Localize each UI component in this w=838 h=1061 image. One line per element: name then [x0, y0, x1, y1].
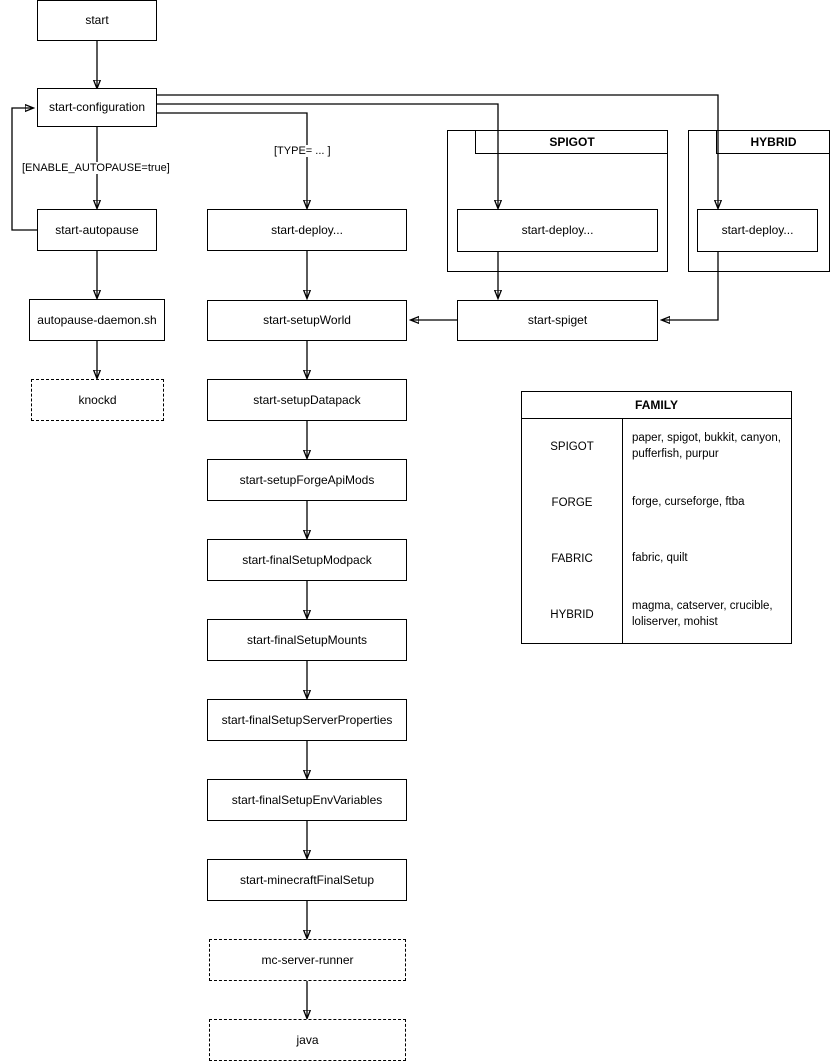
node-setupworld[interactable]: start-setupWorld [207, 300, 407, 341]
table-row: HYBRID magma, catserver, crucible, lolis… [522, 587, 791, 643]
family-legend-table: FAMILY SPIGOT paper, spigot, bukkit, can… [522, 392, 791, 643]
node-start-spiget-label: start-spiget [527, 313, 588, 327]
node-finalsetupserverproperties-label: start-finalSetupServerProperties [221, 712, 393, 727]
group-title-spigot: SPIGOT [476, 130, 668, 154]
node-setupdatapack[interactable]: start-setupDatapack [207, 379, 407, 421]
group-title-hybrid: HYBRID [717, 130, 830, 154]
node-start-configuration-label: start-configuration [48, 100, 146, 114]
family-key-hybrid: HYBRID [522, 587, 623, 643]
family-key-forge: FORGE [522, 475, 623, 531]
edge-configuration-to-deploy-main [157, 112, 307, 208]
node-deploy-hybrid[interactable]: start-deploy... [697, 209, 818, 252]
node-knockd-label: knockd [78, 392, 117, 407]
node-setupforgeapimods[interactable]: start-setupForgeApiMods [207, 459, 407, 501]
family-values-fabric: fabric, quilt [632, 552, 688, 565]
edge-label-autopause-condition: [ENABLE_AUTOPAUSE=true] [20, 162, 172, 174]
node-minecraftfinalsetup-label: start-minecraftFinalSetup [239, 872, 375, 887]
table-row: FORGE forge, curseforge, ftba [522, 475, 791, 531]
node-deploy-main[interactable]: start-deploy... [207, 209, 407, 251]
table-row: SPIGOT paper, spigot, bukkit, canyon, pu… [522, 418, 791, 475]
node-mc-server-runner[interactable]: mc-server-runner [209, 939, 406, 981]
family-key-fabric: FABRIC [522, 531, 623, 587]
family-legend-title: FAMILY [522, 392, 791, 419]
node-autopause-daemon-label: autopause-daemon.sh [37, 312, 157, 327]
node-deploy-spigot-label: start-deploy... [521, 223, 594, 237]
node-mc-server-runner-label: mc-server-runner [261, 952, 354, 967]
family-legend: FAMILY SPIGOT paper, spigot, bukkit, can… [521, 391, 792, 644]
node-start-spiget[interactable]: start-spiget [457, 300, 658, 341]
node-finalsetupserverproperties[interactable]: start-finalSetupServerProperties [207, 699, 407, 741]
node-autopause-daemon[interactable]: autopause-daemon.sh [29, 299, 165, 341]
family-key-spigot: SPIGOT [522, 418, 623, 475]
family-values-forge: forge, curseforge, ftba [632, 496, 745, 509]
family-values-spigot: paper, spigot, bukkit, canyon, pufferfis… [632, 432, 781, 460]
node-finalsetupmounts-label: start-finalSetupMounts [246, 632, 368, 647]
node-finalsetupenvvariables-label: start-finalSetupEnvVariables [231, 792, 383, 807]
edge-label-autopause-condition-text: [ENABLE_AUTOPAUSE=true] [22, 162, 170, 174]
group-title-pad-spigot [447, 130, 476, 154]
group-title-spigot-label: SPIGOT [549, 134, 595, 149]
group-title-pad-hybrid [688, 130, 717, 154]
node-knockd[interactable]: knockd [31, 379, 164, 421]
node-deploy-hybrid-label: start-deploy... [721, 223, 794, 237]
node-java-label: java [296, 1032, 319, 1047]
edge-label-type-condition-text: [TYPE= ... ] [274, 145, 331, 157]
node-finalsetupmodpack[interactable]: start-finalSetupModpack [207, 539, 407, 581]
node-deploy-main-label: start-deploy... [271, 222, 343, 237]
node-setupdatapack-label: start-setupDatapack [253, 392, 361, 407]
node-start-autopause[interactable]: start-autopause [37, 209, 157, 251]
node-start-label: start [85, 13, 109, 27]
node-start-configuration[interactable]: start-configuration [37, 88, 157, 127]
node-finalsetupmodpack-label: start-finalSetupModpack [242, 552, 372, 567]
node-finalsetupmounts[interactable]: start-finalSetupMounts [207, 619, 407, 661]
node-java[interactable]: java [209, 1019, 406, 1061]
table-row: FABRIC fabric, quilt [522, 531, 791, 587]
node-minecraftfinalsetup[interactable]: start-minecraftFinalSetup [207, 859, 407, 901]
group-title-hybrid-label: HYBRID [750, 134, 797, 149]
node-finalsetupenvvariables[interactable]: start-finalSetupEnvVariables [207, 779, 407, 821]
edge-label-type-condition: [TYPE= ... ] [272, 145, 333, 157]
node-start-autopause-label: start-autopause [55, 222, 139, 237]
family-values-hybrid: magma, catserver, crucible, loliserver, … [632, 600, 773, 628]
node-deploy-spigot[interactable]: start-deploy... [457, 209, 658, 252]
node-setupworld-label: start-setupWorld [263, 313, 351, 327]
node-setupforgeapimods-label: start-setupForgeApiMods [239, 472, 375, 487]
node-start[interactable]: start [37, 0, 157, 41]
